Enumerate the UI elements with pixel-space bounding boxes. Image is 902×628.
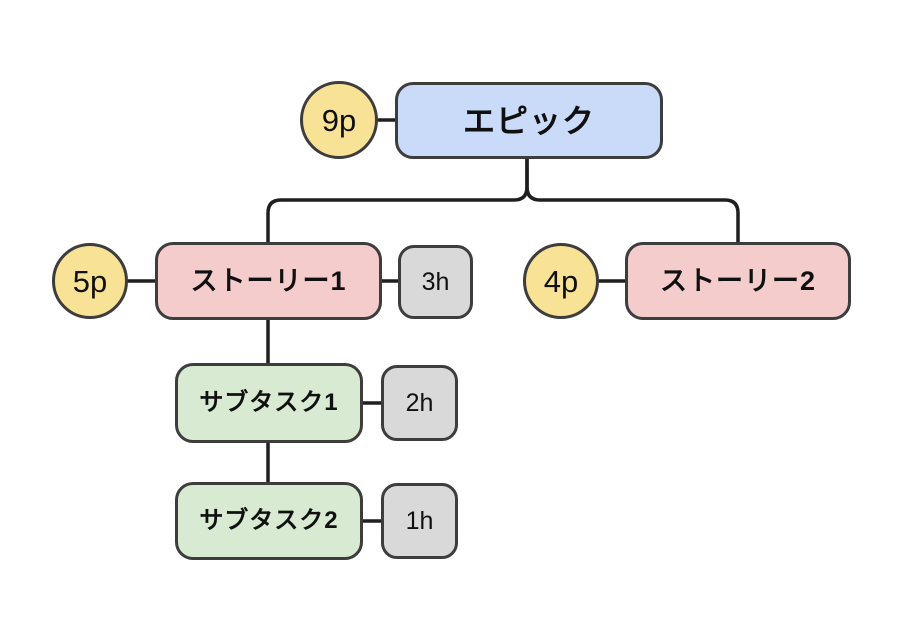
node-epic: エピック (395, 82, 663, 159)
node-subtask1-label: サブタスク1 (199, 389, 339, 416)
hours-badge-story1: 3h (398, 245, 473, 319)
points-badge-epic-label: 9p (321, 102, 357, 138)
node-story2-label: ストーリー2 (659, 265, 817, 296)
node-story1-label: ストーリー1 (190, 265, 347, 296)
hours-badge-subtask1: 2h (381, 365, 458, 441)
hours-badge-subtask2: 1h (381, 483, 458, 559)
node-story2: ストーリー2 (625, 242, 851, 320)
hours-badge-subtask1-label: 2h (405, 388, 434, 417)
node-subtask2-label: サブタスク2 (199, 507, 339, 534)
points-badge-story1-label: 5p (72, 263, 108, 299)
points-badge-story2-label: 4p (543, 263, 579, 299)
connector-epic-story2 (525, 157, 740, 244)
points-badge-epic: 9p (300, 81, 378, 159)
node-subtask1: サブタスク1 (175, 363, 363, 443)
connector-epic-story1 (266, 157, 529, 244)
points-badge-story1: 5p (52, 243, 128, 319)
points-badge-story2: 4p (523, 243, 599, 319)
node-epic-label: エピック (462, 102, 595, 139)
hours-badge-story1-label: 3h (421, 267, 450, 296)
node-subtask2: サブタスク2 (175, 482, 363, 560)
node-story1: ストーリー1 (155, 242, 382, 320)
hours-badge-subtask2-label: 1h (405, 506, 434, 535)
